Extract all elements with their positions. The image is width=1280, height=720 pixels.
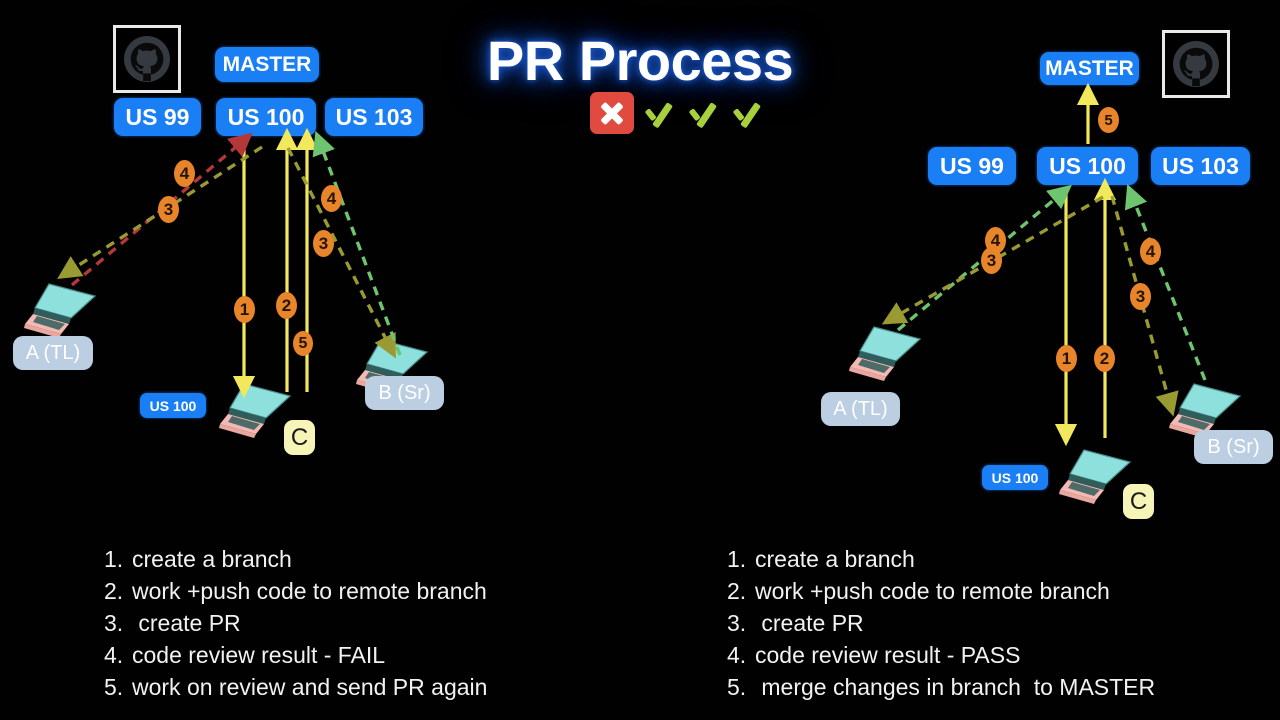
step-text: create PR bbox=[132, 610, 241, 636]
list-item: 4. code review result - FAIL bbox=[104, 639, 487, 671]
left-steps-list: 1. create a branch 2. work +push code to… bbox=[104, 543, 487, 703]
list-item: 3. create PR bbox=[727, 607, 1155, 639]
step-text: code review result - FAIL bbox=[132, 642, 386, 668]
laptop-icon bbox=[848, 325, 928, 385]
person-b-sr: B (Sr) bbox=[1194, 430, 1273, 464]
list-item: 1. create a branch bbox=[727, 543, 1155, 575]
person-c: C bbox=[1123, 484, 1154, 519]
step-marker-1: 1 bbox=[234, 296, 255, 323]
list-item: 2. work +push code to remote branch bbox=[104, 575, 487, 607]
x-mark-icon bbox=[590, 92, 634, 134]
step-marker-5: 5 bbox=[293, 331, 313, 356]
step-marker-3: 3 bbox=[158, 196, 179, 223]
step-number: 2. bbox=[727, 578, 747, 604]
step-marker-4: 4 bbox=[985, 227, 1006, 254]
step-number: 1. bbox=[104, 546, 124, 572]
step-marker-2: 2 bbox=[276, 292, 297, 319]
branch-us-99[interactable]: US 99 bbox=[114, 98, 201, 136]
list-item: 1. create a branch bbox=[104, 543, 487, 575]
step-number: 4. bbox=[104, 642, 124, 668]
step-number: 1. bbox=[727, 546, 747, 572]
github-octocat-icon bbox=[1162, 30, 1230, 98]
step-marker-3: 3 bbox=[313, 230, 334, 257]
list-item: 4. code review result - PASS bbox=[727, 639, 1155, 671]
step-number: 4. bbox=[727, 642, 747, 668]
person-a-tl: A (TL) bbox=[13, 336, 93, 370]
branch-master[interactable]: MASTER bbox=[215, 47, 319, 82]
step-marker-1: 1 bbox=[1056, 345, 1077, 372]
step-text: work +push code to remote branch bbox=[132, 578, 487, 604]
verdict-row bbox=[590, 92, 766, 134]
step-text: create PR bbox=[755, 610, 864, 636]
step-number: 2. bbox=[104, 578, 124, 604]
step-text: work +push code to remote branch bbox=[755, 578, 1110, 604]
step-marker-4: 4 bbox=[174, 160, 195, 187]
right-steps-list: 1. create a branch 2. work +push code to… bbox=[727, 543, 1155, 703]
list-item: 5. merge changes in branch to MASTER bbox=[727, 671, 1155, 703]
step-marker-4: 4 bbox=[1140, 238, 1161, 265]
step-number: 3. bbox=[727, 610, 747, 636]
step-marker-3: 3 bbox=[1130, 283, 1151, 310]
list-item: 3. create PR bbox=[104, 607, 487, 639]
person-a-tl: A (TL) bbox=[821, 392, 900, 426]
branch-master[interactable]: MASTER bbox=[1040, 52, 1139, 85]
person-c: C bbox=[284, 420, 315, 455]
local-branch-tag[interactable]: US 100 bbox=[140, 393, 206, 418]
page-title: PR Process bbox=[486, 29, 794, 92]
step-text: create a branch bbox=[132, 546, 292, 572]
check-mark-icon bbox=[688, 93, 722, 133]
branch-us-100[interactable]: US 100 bbox=[1037, 147, 1138, 185]
step-text: work on review and send PR again bbox=[132, 674, 488, 700]
github-octocat-icon bbox=[113, 25, 181, 93]
branch-us-100[interactable]: US 100 bbox=[216, 98, 316, 136]
branch-us-103[interactable]: US 103 bbox=[325, 98, 423, 136]
laptop-icon bbox=[23, 282, 103, 342]
step-text: merge changes in branch to MASTER bbox=[755, 674, 1156, 700]
step-number: 5. bbox=[104, 674, 124, 700]
step-marker-2: 2 bbox=[1094, 345, 1115, 372]
step-number: 3. bbox=[104, 610, 124, 636]
check-mark-icon bbox=[644, 93, 678, 133]
branch-us-99[interactable]: US 99 bbox=[928, 147, 1016, 185]
step-number: 5. bbox=[727, 674, 747, 700]
check-mark-icon bbox=[732, 93, 766, 133]
list-item: 5. work on review and send PR again bbox=[104, 671, 487, 703]
step-marker-5: 5 bbox=[1098, 107, 1119, 133]
branch-us-103[interactable]: US 103 bbox=[1151, 147, 1250, 185]
laptop-icon bbox=[1058, 448, 1138, 508]
step-marker-4: 4 bbox=[321, 185, 342, 212]
step-text: create a branch bbox=[755, 546, 915, 572]
local-branch-tag[interactable]: US 100 bbox=[982, 465, 1048, 490]
person-b-sr: B (Sr) bbox=[365, 376, 444, 410]
list-item: 2. work +push code to remote branch bbox=[727, 575, 1155, 607]
step-text: code review result - PASS bbox=[755, 642, 1021, 668]
